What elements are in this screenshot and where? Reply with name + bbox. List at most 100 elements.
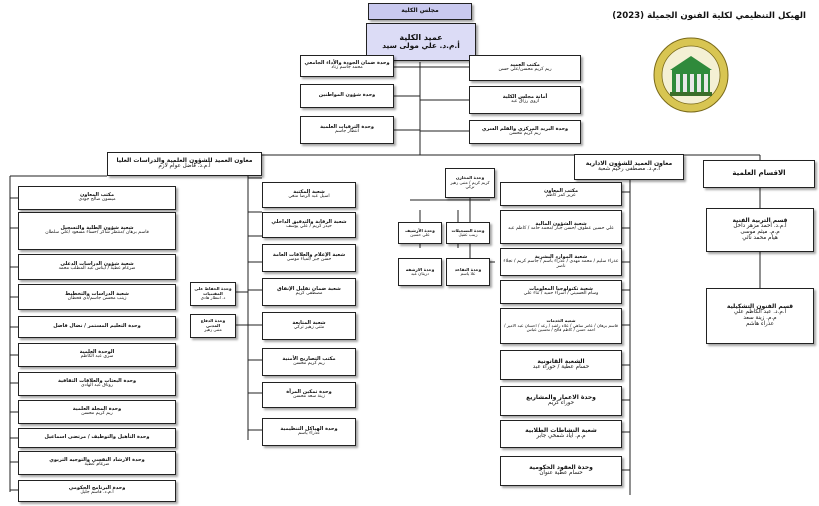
- mid-unit-title: شعبة المكتبة: [293, 188, 325, 195]
- adm-unit-box: وحدة العقود الحكومية حسام عطية عنوان: [500, 456, 622, 486]
- adm-unit-title: مكتب المعاون: [543, 187, 579, 194]
- mid-unit-title: وحدة تمكين المرأة: [286, 388, 332, 395]
- sci-unit-staff: ضرغام عطية / ايناس عبد المطلب محمد: [58, 266, 136, 272]
- scientific-assistant-name: أ.م.د. فاضل عوام لازم: [158, 163, 211, 170]
- scientific-assistant-title: معاون العميد للشؤون العلمية والدراسات ال…: [116, 156, 253, 164]
- sci-unit-title: مكتب المعاون: [79, 191, 115, 198]
- university-logo: [652, 36, 730, 114]
- retirement-unit-title: وحدة التقاعد: [454, 266, 482, 272]
- mid-unit-staff: حسن جبر /لمياء موسى: [286, 257, 332, 263]
- dean-office-title: مكتب العميد: [510, 61, 540, 68]
- side-unit-box: وحدة الدفاع المدني مثنى زهير: [190, 314, 236, 338]
- mid-unit-box: شعبة المتابعة مثنى زهير تركي: [262, 312, 356, 340]
- sci-unit-box: وحدة البرنامج الحكومي أ.م.د. قاسم جليل: [18, 480, 176, 502]
- archive-unit-title: وحدة الأرشيف: [405, 227, 435, 233]
- scientific-assistant-box: معاون العميد للشؤون العلمية والدراسات ال…: [107, 152, 262, 176]
- mid-unit-staff: حيدر كريم / علي يوسف: [286, 224, 332, 230]
- adm-unit-staff: حسام عطية / حوراء عبد: [532, 364, 590, 371]
- sci-unit-box: مكتب المعاون ميسون صالح جودي: [18, 186, 176, 210]
- dean-office-box: مكتب العميد ريم كريم محسن/علي حسن: [469, 55, 581, 81]
- adm-unit-box: شعبة النشاطات الطلابية م.م. اياد شمخي جا…: [500, 420, 622, 448]
- sci-unit-title: الوحدة العلمية: [79, 348, 115, 355]
- sci-unit-title: شعبة شؤون الطلبة والتسجيل: [60, 224, 134, 231]
- quality-unit-staff: محمد جاسم زناد: [331, 65, 363, 71]
- records-unit-title: وحدة التسجيلات: [451, 227, 485, 233]
- sci-unit-staff: روناق عبد الهادي: [81, 383, 113, 389]
- side-unit-title: وحدة الحفاظ على المقتنيات: [194, 286, 232, 296]
- storage-unit-staff: كريم كريم / مثنى زهير تركي: [450, 179, 490, 190]
- mid-unit-staff: عذراء ياسم: [298, 431, 320, 437]
- sci-unit-box: شعبة شؤون الدراسات الدعلى ضرغام عطية / ا…: [18, 254, 176, 280]
- archiving-unit-box: وحدة الارشفة دريئان عبد: [398, 258, 442, 286]
- adm-unit-box: شعبة الموارد البشرية عذراء سليم / محمد م…: [500, 248, 622, 276]
- sci-unit-title: شعبة شؤون الدراسات الدعلى: [60, 260, 134, 267]
- side-unit-staff: د. انتظار هادي: [200, 295, 226, 301]
- adm-unit-staff: قاسم برهان / عامر ساهي / علاء راشد / رعد…: [504, 322, 618, 333]
- storage-unit-box: وحدة المخازن كريم كريم / مثنى زهير تركي: [445, 168, 495, 198]
- mid-unit-staff: ريم كريم محسن: [293, 361, 325, 367]
- sci-unit-staff: سرى عبد الكاظم: [80, 354, 114, 360]
- mid-unit-title: شعبة الإعلام والعلاقات العامة: [272, 251, 346, 258]
- mid-unit-title: شعبة الرقابة والتدقيق الداخلي: [271, 218, 347, 225]
- adm-unit-staff: حوراء كريم: [547, 400, 575, 407]
- adm-unit-staff: حسام عطية عنوان: [539, 470, 583, 477]
- adm-unit-title: شعبة النشاطات الطلابية: [525, 426, 597, 434]
- sci-unit-box: وحدة المجلة العلمية ريم كريم محسن: [18, 400, 176, 424]
- college-council-box: مجلس الكلية: [368, 3, 472, 20]
- archive-unit-box: وحدة الأرشيف علي حسين: [398, 222, 442, 244]
- dean-office-staff: ريم كريم محسن/علي حسن: [498, 67, 552, 73]
- plastic-arts-dept-box: قسم الفنون التشكيلية أ.م.د. عبد الكاظم ع…: [706, 288, 814, 344]
- sci-unit-title: وحدة البعثات والعلاقات الثقافية: [57, 377, 137, 384]
- promotions-unit-box: وحدة الترقيات العلمية انتظار جاسم: [300, 116, 394, 144]
- adm-unit-box: شعبة الخدمات قاسم برهان / عامر ساهي / عل…: [500, 308, 622, 344]
- archiving-unit-title: وحدة الارشفة: [405, 266, 435, 272]
- sci-unit-staff: ميسون صالح جودي: [78, 197, 116, 203]
- archiving-unit-staff: دريئان عبد: [411, 271, 429, 276]
- mid-unit-title: وحدة الهياكل التنظيمية: [280, 425, 338, 432]
- sci-unit-staff: ضرغام عطية: [84, 462, 110, 468]
- adm-unit-box: وحدة الاعمار والمشاريع حوراء كريم: [500, 386, 622, 416]
- archive-unit-staff: علي حسين: [410, 232, 430, 237]
- side-unit-title: وحدة الدفاع المدني: [200, 318, 226, 328]
- retirement-unit-staff: علا ياسم: [460, 271, 476, 276]
- mail-unit-title: وحدة البريد المركزي والقلم السري: [481, 125, 569, 132]
- sci-unit-title: وحدة التأهيل والتوظيف / مرتضى اسماعيل: [44, 434, 150, 441]
- quality-unit-box: وحدة ضمان الجودة والأداء الجامعي محمد جا…: [300, 55, 394, 77]
- departments-header-box: الاقسام العلمية: [703, 160, 815, 188]
- adm-unit-staff: وسام الحسيني / اسراء حميد / ثناء علي: [523, 291, 599, 297]
- sci-unit-staff: قاسم برهان /منتظر شاكر /حساء مسعود /علي …: [45, 230, 149, 236]
- mid-unit-staff: مصطفى كريم: [295, 291, 323, 297]
- side-unit-box: وحدة الحفاظ على المقتنيات د. انتظار هادي: [190, 282, 236, 306]
- records-unit-box: وحدة التسجيلات زينب عقيل: [446, 222, 490, 244]
- dean-name: أ.م.د. علي مولى سيد: [382, 41, 460, 51]
- departments-header-label: الاقسام العلمية: [732, 169, 786, 178]
- adm-unit-box: شعبة الشؤون المالية علي حسين عطوف /حسن ج…: [500, 210, 622, 244]
- sci-unit-box: الوحدة العلمية سرى عبد الكاظم: [18, 343, 176, 367]
- dean-title: عميد الكلية: [399, 32, 443, 42]
- mid-unit-box: وحدة تمكين المرأة زينة سعد محسن: [262, 382, 356, 408]
- adm-unit-title: شعبة الشؤون المالية: [535, 220, 587, 227]
- storage-unit-title: وحدة المخازن: [455, 175, 485, 181]
- mid-unit-staff: اسيل عبد الرضا منغي: [288, 194, 330, 200]
- adm-unit-box: الشعبة القانونية حسام عطية / حوراء عبد: [500, 350, 622, 380]
- side-unit-staff: مثنى زهير: [204, 327, 222, 333]
- mid-unit-title: مكتب التصاريح الأمنية: [282, 355, 336, 362]
- adm-unit-title: وحدة العقود الحكومية: [529, 463, 593, 471]
- art-education-dept-title: قسم التربية الفنية: [732, 217, 788, 225]
- adm-unit-title: وحدة الاعمار والمشاريع: [526, 393, 596, 401]
- college-council-label: مجلس الكلية: [401, 7, 439, 15]
- records-unit-staff: زينب عقيل: [458, 232, 478, 237]
- adm-unit-title: شعبة تكنولوجيا المعلومات: [529, 285, 593, 292]
- quality-unit-title: وحدة ضمان الجودة والأداء الجامعي: [304, 59, 390, 66]
- mail-unit-box: وحدة البريد المركزي والقلم السري ريم كري…: [469, 120, 581, 144]
- plastic-arts-dept-title: قسم الفنون التشكيلية: [726, 303, 794, 311]
- mid-unit-title: شعبة ضمان تقليل الإنفاق: [277, 285, 341, 292]
- sci-unit-box: وحدة التعليم المستمر / نضال فاضل: [18, 316, 176, 338]
- mid-unit-box: شعبة المكتبة اسيل عبد الرضا منغي: [262, 182, 356, 208]
- plastic-arts-dept-member-1: م.م. زينة سعد: [743, 315, 777, 322]
- council-secretariat-title: أمانة مجلس الكلية: [502, 93, 548, 100]
- adm-unit-box: مكتب المعاون عزيز كمر كاظم: [500, 182, 622, 206]
- sci-unit-box: شعبة شؤون الطلبة والتسجيل قاسم برهان /من…: [18, 212, 176, 250]
- sci-unit-box: شعبة الدراسات والتخطيط زينب محسن جاسم/ذي…: [18, 284, 176, 310]
- sci-unit-title: وحدة البرنامج الحكومي: [68, 484, 126, 491]
